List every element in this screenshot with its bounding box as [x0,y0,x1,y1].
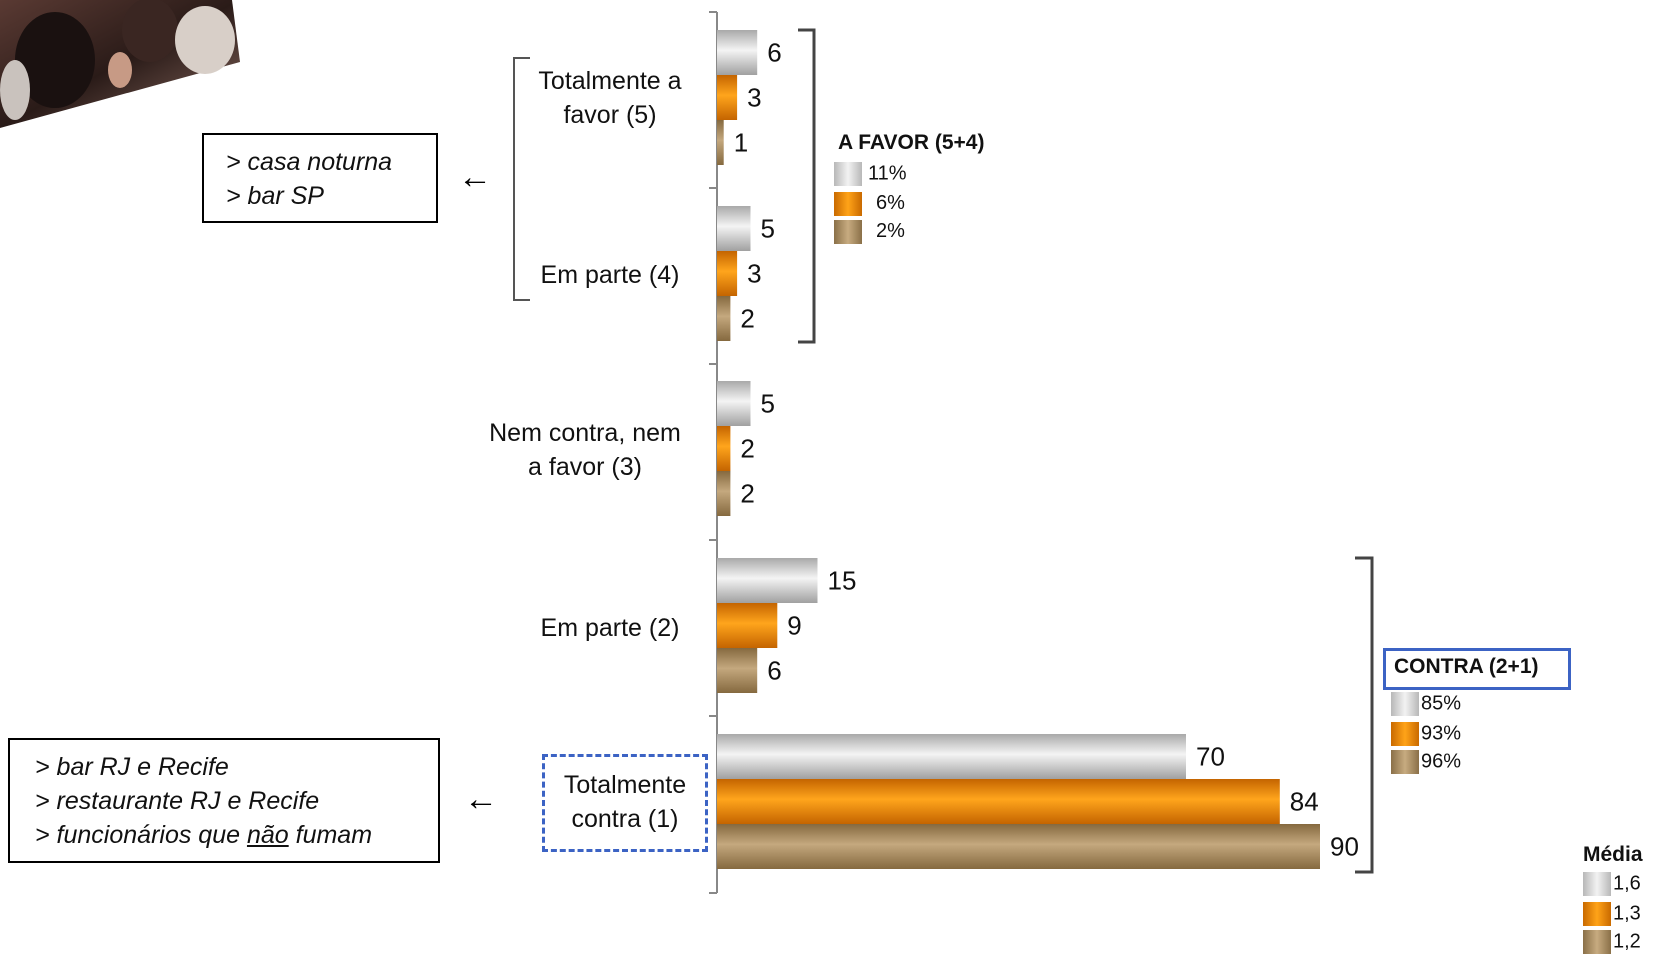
data-label: 9 [787,611,801,641]
orange-swatch-icon [1391,722,1419,746]
tan-bar [717,471,731,516]
favor-note-box: > casa noturna > bar SP [202,133,438,223]
orange-bar [717,75,738,120]
tan-bar [717,648,758,693]
orange-swatch-icon [834,192,862,216]
tan-bar [717,120,724,165]
contra-summary-row: 85% [1391,692,1461,716]
data-label: 70 [1196,742,1225,772]
category-label: Em parte (4) [540,261,680,289]
data-label: 1 [734,128,748,158]
tan-swatch-icon [1583,930,1611,954]
data-label: 3 [747,83,761,113]
gray-bar [717,558,818,603]
data-label: 6 [767,656,781,686]
data-label: 3 [747,259,761,289]
category-label: Em parte (2) [540,614,680,642]
media-row: 1,6 [1583,872,1641,896]
note-line: > casa noturna [226,148,393,176]
contra-right-bracket [1355,556,1374,874]
gray-bar [717,206,751,251]
gray-swatch-icon [1391,692,1419,716]
gray-swatch-icon [1583,872,1611,896]
favor-right-bracket [798,28,816,344]
arrow-left-icon: ← [458,158,492,196]
nightclub-photo [0,0,240,128]
category-label: Nem contra, nem a favor (3) [489,419,681,481]
media-title: Média [1583,843,1643,866]
tan-swatch-icon [1391,750,1419,774]
note-line: > funcionários que não fumam [35,821,373,849]
favor-summary-row: 11% [834,162,907,186]
note-line: > bar RJ e Recife [35,753,229,781]
orange-bar [717,426,731,471]
data-label: 15 [828,566,857,596]
tan-bar [717,296,731,341]
data-label: 6 [767,38,781,68]
orange-bar [717,251,738,296]
data-label: 2 [740,304,754,334]
highlight-dashed-box [542,754,708,852]
gray-bar [717,381,751,426]
media-row: 1,3 [1583,902,1641,926]
favor-summary-row: 2% [834,220,905,244]
contra-summary-title: CONTRA (2+1) [1394,655,1539,678]
note-line: > bar SP [226,182,324,210]
orange-swatch-icon [1583,902,1611,926]
orange-bar [717,779,1280,824]
favor-summary-title: A FAVOR (5+4) [838,131,985,154]
favor-summary-row: 6% [834,192,905,216]
data-label: 84 [1290,787,1319,817]
tan-swatch-icon [834,220,862,244]
contra-summary-row: 96% [1391,750,1461,774]
data-label: 5 [761,214,775,244]
gray-swatch-icon [834,162,862,186]
orange-bar [717,603,778,648]
data-label: 2 [740,479,754,509]
tan-bar [717,824,1320,869]
category-label: Totalmente contra (1) [563,771,687,833]
media-row: 1,2 [1583,930,1641,954]
contra-note-box: > bar RJ e Recife > restaurante RJ e Rec… [8,738,440,863]
note-line: > restaurante RJ e Recife [35,787,320,815]
contra-summary-row: 93% [1391,722,1461,746]
contra-summary-title-box: CONTRA (2+1) [1383,648,1571,690]
favor-left-bracket [513,57,530,301]
data-label: 2 [740,434,754,464]
data-label: 90 [1330,832,1359,862]
arrow-left-icon: ← [464,780,498,818]
category-label: Totalmente a favor (5) [538,67,682,129]
gray-bar [717,30,758,75]
gray-bar [717,734,1186,779]
data-label: 5 [761,389,775,419]
